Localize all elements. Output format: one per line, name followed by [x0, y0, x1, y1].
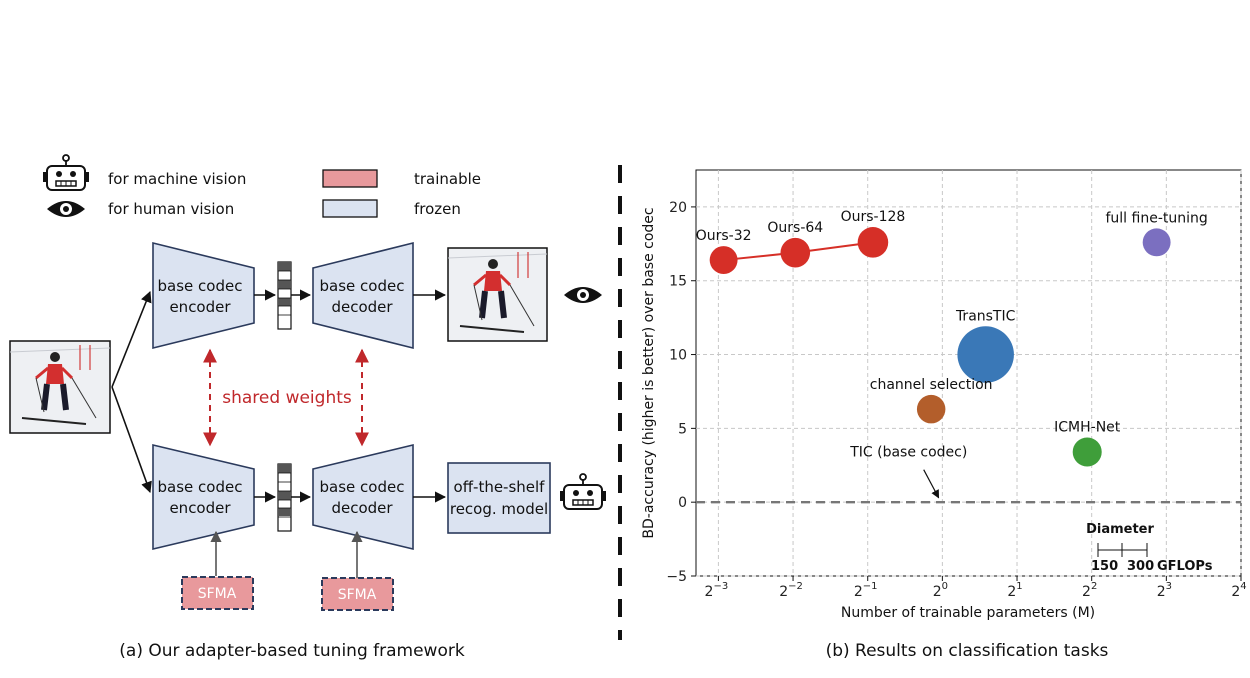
point-label-ours-64: Ours-64 — [767, 220, 823, 236]
y-tick-label: 5 — [678, 421, 687, 437]
top-encoder-block — [152, 241, 255, 350]
top-latent-bitstream — [277, 261, 292, 330]
bottom-decoder-label-1: base codec — [320, 478, 405, 496]
point-ours-64 — [780, 237, 811, 268]
x-tick-label: 24 — [1231, 581, 1246, 600]
branch-arrow-bottom — [111, 386, 152, 494]
x-axis-ticks: 2−3 2−2 2−1 20 21 22 23 24 — [705, 576, 1247, 600]
shared-weights-label: shared weights — [222, 388, 352, 408]
reconstructed-image — [447, 247, 548, 342]
point-full-fine-tuning — [1142, 228, 1171, 257]
legend-frozen-swatch — [322, 199, 378, 218]
point-ours-32 — [709, 246, 738, 275]
x-tick-label: 20 — [933, 581, 948, 600]
point-label-transtic: TransTIC — [955, 308, 1016, 324]
eye-icon — [47, 201, 85, 217]
legend-frozen-label: frozen — [414, 200, 461, 218]
baseline-label: TIC (base codec) — [849, 444, 967, 460]
point-label-ours-32: Ours-32 — [696, 228, 752, 244]
top-encoder-label-1: base codec — [158, 277, 243, 295]
legend-machine-label: for machine vision — [108, 170, 246, 188]
input-image — [9, 340, 111, 434]
y-axis-ticks: −5 0 5 10 15 20 — [666, 200, 696, 585]
top-encoder-label-2: encoder — [169, 298, 231, 316]
point-transtic — [957, 326, 1014, 383]
bottom-encoder-label-1: base codec — [158, 478, 243, 496]
size-legend: Diameter 150 300 GFLOPs — [1086, 522, 1213, 574]
sfma-decoder-label: SFMA — [338, 587, 377, 603]
recognition-model-label-1: off-the-shelf — [454, 478, 546, 496]
point-icmh-net — [1072, 437, 1102, 467]
human-vision-eye-icon — [564, 287, 602, 303]
recognition-model-label-2: recog. model — [450, 500, 548, 518]
top-decoder-label-1: base codec — [320, 277, 405, 295]
legend-trainable-label: trainable — [414, 170, 481, 188]
x-tick-label: 23 — [1157, 581, 1172, 600]
caption-a: (a) Our adapter-based tuning framework — [119, 641, 465, 661]
bottom-latent-bitstream — [277, 463, 292, 532]
sfma-encoder-label: SFMA — [198, 586, 237, 602]
y-tick-label: 15 — [669, 274, 687, 290]
sfma-encoder-block — [181, 576, 254, 610]
x-tick-label: 22 — [1082, 581, 1097, 600]
data-points: Ours-32 Ours-64 Ours-128 full fine-tuningTr… — [696, 209, 1208, 467]
machine-vision-robot-icon — [560, 473, 606, 510]
x-tick-label: 21 — [1007, 581, 1022, 600]
y-axis-label: BD-accuracy (higher is better) over base… — [641, 207, 657, 538]
point-ours-128 — [857, 227, 889, 258]
bottom-encoder-block — [152, 443, 255, 551]
sfma-decoder-block — [321, 577, 394, 611]
x-axis-label: Number of trainable parameters (M) — [841, 605, 1095, 621]
x-tick-label: 2−1 — [854, 581, 878, 600]
baseline-annotation-arrow — [923, 469, 940, 499]
caption-b: (b) Results on classification tasks — [826, 641, 1109, 661]
y-tick-label: 0 — [678, 495, 687, 511]
x-tick-label: 2−2 — [779, 581, 803, 600]
framework-diagram: for machine vision for human vision trai… — [9, 154, 606, 661]
point-channel-selection — [916, 394, 946, 424]
grid-lines — [696, 170, 1242, 577]
top-decoder-label-2: decoder — [331, 298, 393, 316]
bottom-decoder-label-2: decoder — [331, 499, 393, 517]
branch-arrow-top — [111, 290, 152, 388]
y-tick-label: 20 — [669, 200, 687, 216]
x-tick-label: 2−3 — [705, 581, 729, 600]
size-legend-unit: GFLOPs — [1157, 559, 1213, 574]
size-legend-value-300: 300 — [1127, 559, 1154, 574]
y-tick-label: −5 — [666, 569, 687, 585]
bottom-decoder-block — [312, 443, 414, 551]
size-legend-title: Diameter — [1086, 522, 1154, 537]
y-tick-label: 10 — [669, 348, 687, 364]
robot-icon — [43, 154, 89, 191]
top-decoder-block — [312, 241, 414, 350]
legend-trainable-swatch — [322, 169, 378, 188]
point-label-icmh-net: ICMH-Net — [1054, 419, 1121, 435]
size-legend-value-150: 150 — [1091, 559, 1118, 574]
legend-human-label: for human vision — [108, 200, 234, 218]
bottom-encoder-label-2: encoder — [169, 499, 231, 517]
point-label-channel-selection: channel selection — [870, 377, 993, 393]
recognition-model-block — [447, 462, 551, 534]
point-label-full-fine-tuning: full fine-tuning — [1105, 210, 1207, 226]
point-label-ours-128: Ours-128 — [841, 209, 906, 225]
